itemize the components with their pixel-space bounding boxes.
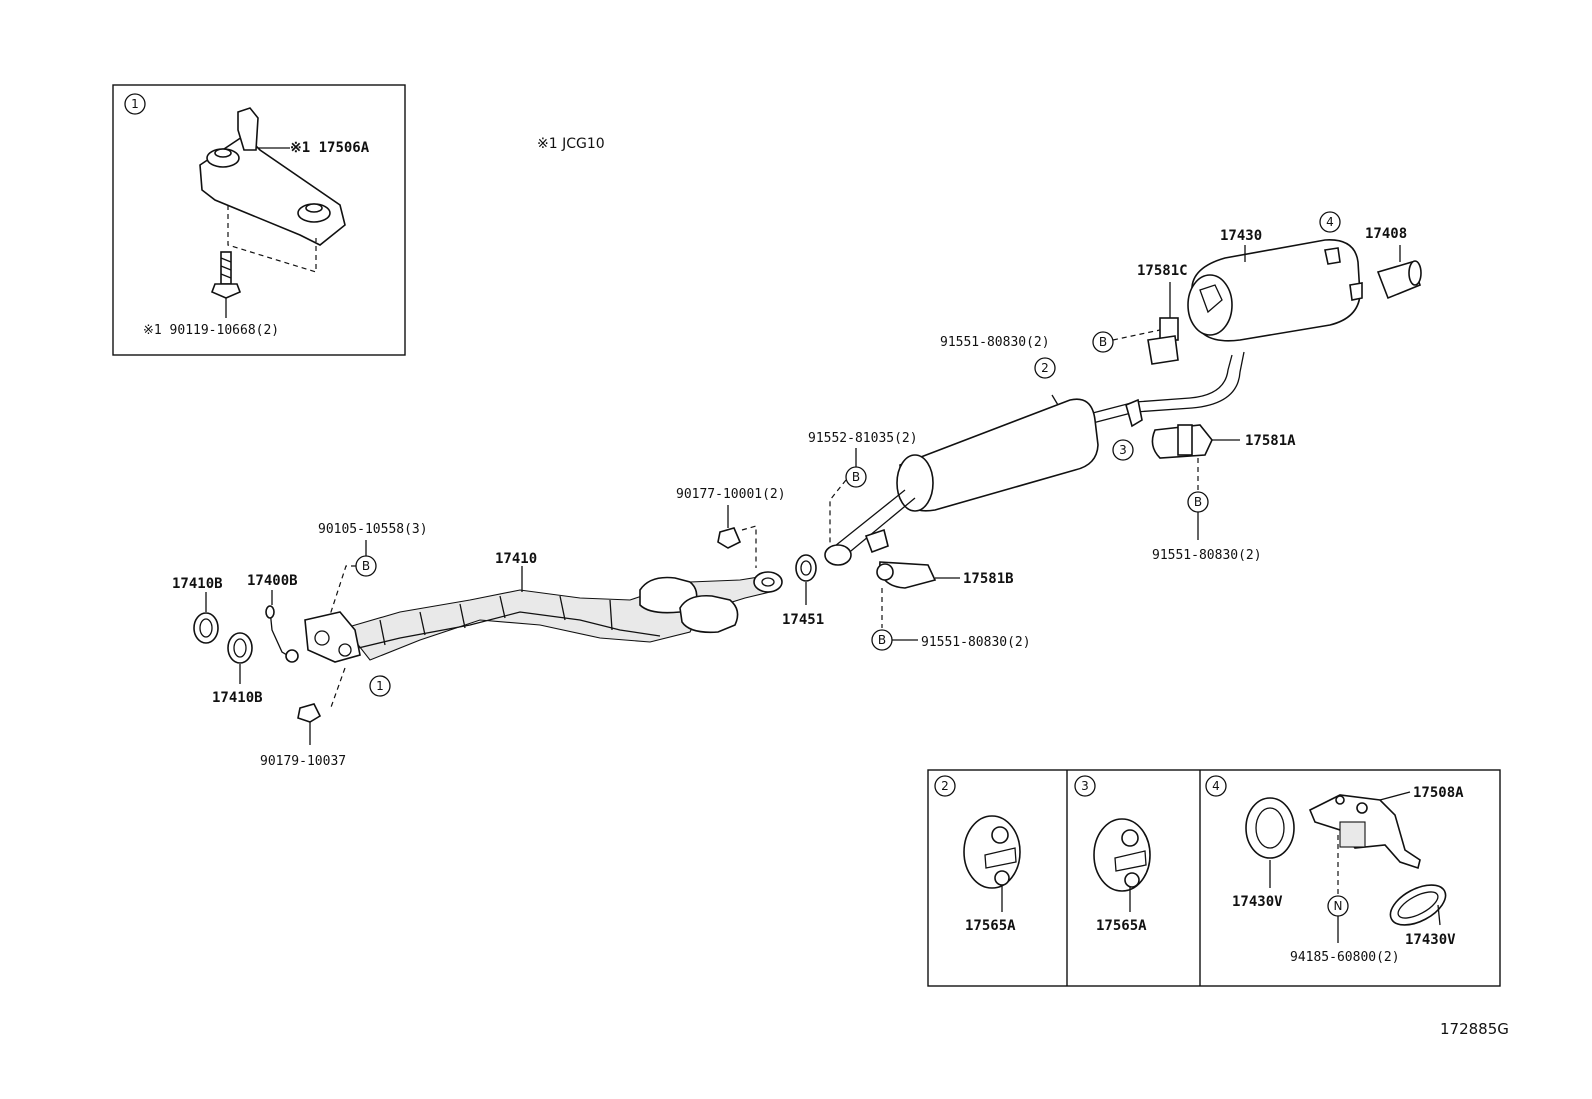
label-17565A-a: 17565A bbox=[965, 918, 1016, 934]
dash-leader bbox=[1112, 329, 1161, 341]
b-text: B bbox=[1194, 495, 1202, 509]
hanger-17581A bbox=[1151, 424, 1213, 459]
label-17430V-a: 17430V bbox=[1232, 894, 1283, 910]
tail-tip-17408 bbox=[1376, 260, 1422, 300]
b-text: B bbox=[878, 633, 886, 647]
leader bbox=[1437, 904, 1441, 926]
label-17430: 17430 bbox=[1220, 228, 1262, 244]
ring-17430V-a bbox=[1245, 797, 1295, 859]
label-17410B-b: 17410B bbox=[212, 690, 263, 706]
hanger-17581B bbox=[876, 561, 937, 589]
rubber-hanger-17565A-a bbox=[963, 815, 1021, 889]
label-91552-81035: 91552-81035(2) bbox=[808, 431, 918, 446]
detail-4-callout bbox=[1205, 775, 1227, 797]
b-text: B bbox=[362, 559, 370, 573]
ring-17430V-b bbox=[1389, 884, 1447, 926]
label-90105-10558: 90105-10558(3) bbox=[318, 522, 428, 537]
label-17581C: 17581C bbox=[1137, 263, 1188, 279]
label-17408: 17408 bbox=[1365, 226, 1407, 242]
inset-1-tag: 1 bbox=[131, 97, 139, 111]
callout-3-text: 3 bbox=[1119, 443, 1127, 457]
sensor-tip bbox=[265, 605, 275, 619]
inset-1-callout bbox=[124, 93, 146, 115]
inset-1-frame bbox=[112, 84, 406, 356]
sensor-end bbox=[285, 649, 299, 663]
label-17451: 17451 bbox=[782, 612, 824, 628]
bracket-17506A bbox=[199, 107, 346, 246]
mid-pipe-lower bbox=[1084, 351, 1245, 426]
label-17506A: ※1 17506A bbox=[290, 140, 370, 156]
leader bbox=[1379, 791, 1411, 801]
callout-4-text: 4 bbox=[1326, 215, 1334, 229]
label-94185-60800: 94185-60800(2) bbox=[1290, 950, 1400, 965]
dash-leader bbox=[829, 479, 847, 545]
front-link-pipe bbox=[829, 489, 916, 561]
label-17581B: 17581B bbox=[963, 571, 1014, 587]
label-17565A-b: 17565A bbox=[1096, 918, 1147, 934]
label-90177-10001: 90177-10001(2) bbox=[676, 487, 786, 502]
detail-3-callout bbox=[1074, 775, 1096, 797]
model-note: ※1 JCG10 bbox=[537, 136, 605, 152]
figure-code: 172885G bbox=[1440, 1020, 1509, 1038]
label-17430V-b: 17430V bbox=[1405, 932, 1456, 948]
detail-4-tag: 4 bbox=[1212, 779, 1220, 793]
callout-1 bbox=[369, 675, 391, 697]
label-17410B-a: 17410B bbox=[172, 576, 223, 592]
dash-leader bbox=[329, 565, 356, 616]
rubber-hanger-17565A-b bbox=[1093, 818, 1151, 892]
detail-2-tag: 2 bbox=[941, 779, 949, 793]
detail-boxes-frame bbox=[927, 769, 1501, 987]
front-exhaust-pipe-17410 bbox=[304, 571, 783, 663]
label-17400B: 17400B bbox=[247, 573, 298, 589]
bracket-3 bbox=[1125, 398, 1143, 428]
callout-4 bbox=[1319, 211, 1341, 233]
detail-2-callout bbox=[934, 775, 956, 797]
callout-1-text: 1 bbox=[376, 679, 384, 693]
dash-leader bbox=[741, 525, 757, 568]
gasket-17410B-a bbox=[193, 612, 219, 644]
hanger-bar bbox=[1051, 394, 1059, 406]
gasket-17410B-b bbox=[227, 632, 253, 664]
label-90119-10668: ※1 90119-10668(2) bbox=[143, 323, 279, 338]
bracket-17508A bbox=[1308, 794, 1421, 870]
dash-leader bbox=[227, 205, 317, 273]
callout-2-text: 2 bbox=[1041, 361, 1049, 375]
detail-3-tag: 3 bbox=[1081, 779, 1089, 793]
bolt-90119-10668 bbox=[210, 251, 242, 299]
bolt-b-callout bbox=[1092, 331, 1114, 353]
hanger-17581C bbox=[1147, 317, 1179, 365]
flange bbox=[824, 544, 852, 566]
resonator bbox=[896, 398, 1099, 512]
b-text: B bbox=[852, 470, 860, 484]
label-17410: 17410 bbox=[495, 551, 537, 567]
nut-90179-10037 bbox=[297, 703, 322, 723]
callout-3 bbox=[1112, 439, 1134, 461]
gasket-17451 bbox=[795, 554, 817, 582]
bracket-small bbox=[864, 528, 889, 554]
mid-pipe bbox=[1084, 354, 1233, 416]
n-text: N bbox=[1334, 899, 1343, 913]
label-91551-80830-c: 91551-80830(2) bbox=[921, 635, 1031, 650]
label-17508A: 17508A bbox=[1413, 785, 1464, 801]
label-91551-80830-b: 91551-80830(2) bbox=[1152, 548, 1262, 563]
b-text: B bbox=[1099, 335, 1107, 349]
label-91551-80830-a: 91551-80830(2) bbox=[940, 335, 1050, 350]
dash-leader bbox=[329, 667, 346, 711]
label-90179-10037: 90179-10037 bbox=[260, 754, 346, 769]
nut-90177 bbox=[717, 527, 742, 549]
callout-2 bbox=[1034, 357, 1056, 379]
label-17581A: 17581A bbox=[1245, 433, 1296, 449]
main-muffler-17430 bbox=[1187, 239, 1363, 342]
